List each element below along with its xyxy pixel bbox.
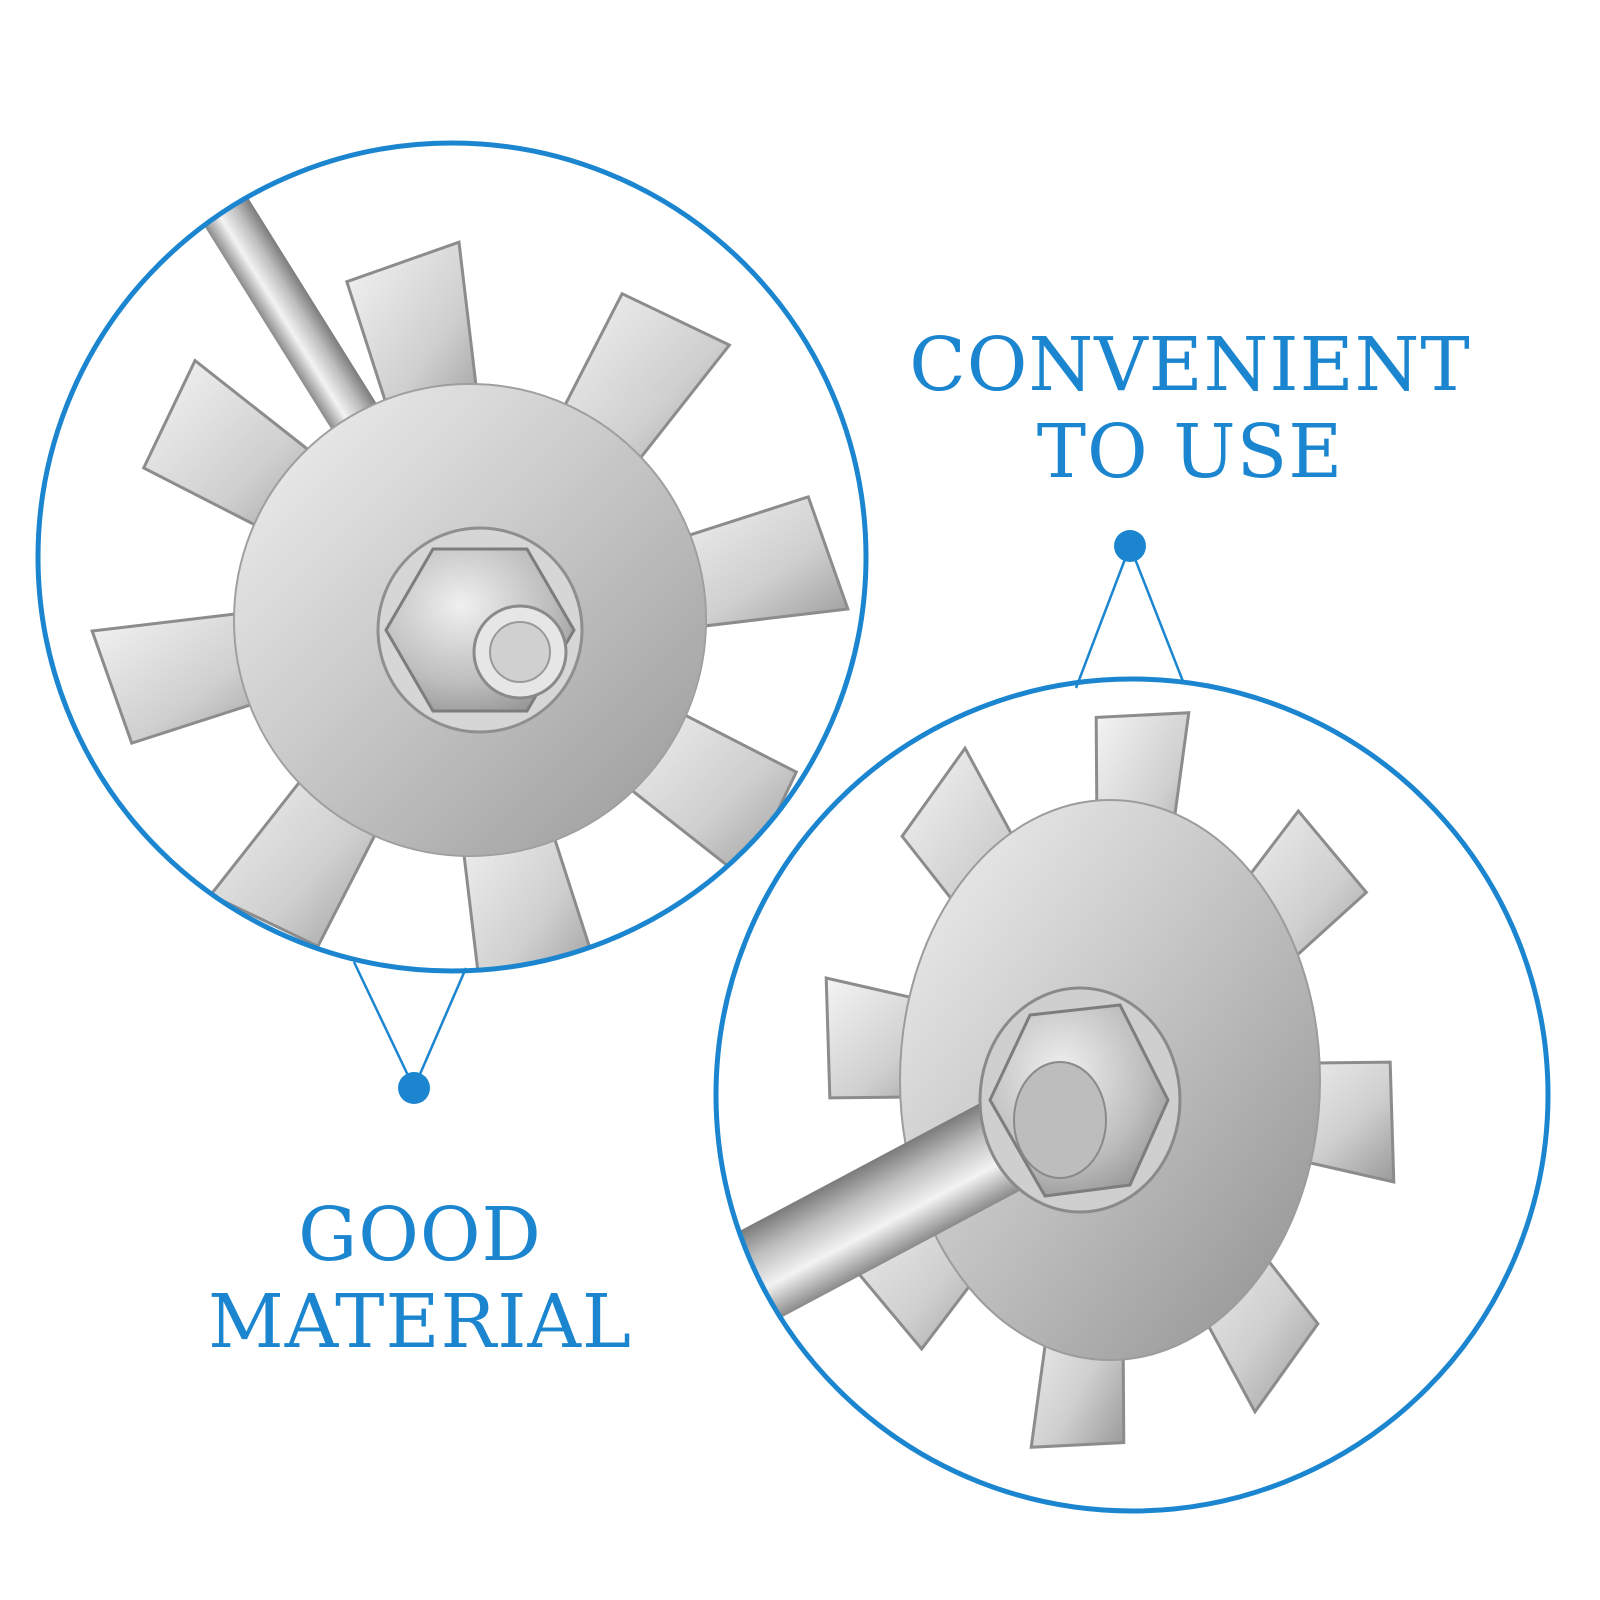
callout-connector-top-right: [1074, 530, 1186, 689]
top-left-frame: [35, 140, 869, 974]
callout-dot: [1114, 530, 1146, 562]
caption-line: GOOD: [298, 1192, 542, 1278]
caption-line: TO USE: [1036, 409, 1344, 496]
impeller-front-photo: [38, 143, 866, 971]
caption-line: CONVENIENT: [909, 322, 1471, 408]
callout-dot: [398, 1072, 430, 1104]
caption-good-material: GOOD MATERIAL: [150, 1192, 690, 1367]
caption-convenient-to-use: CONVENIENT TO USE: [880, 322, 1500, 497]
bottom-right-frame: [713, 676, 1551, 1514]
callout-connector-bottom-left: [352, 961, 468, 1104]
caption-line: MATERIAL: [207, 1279, 633, 1366]
